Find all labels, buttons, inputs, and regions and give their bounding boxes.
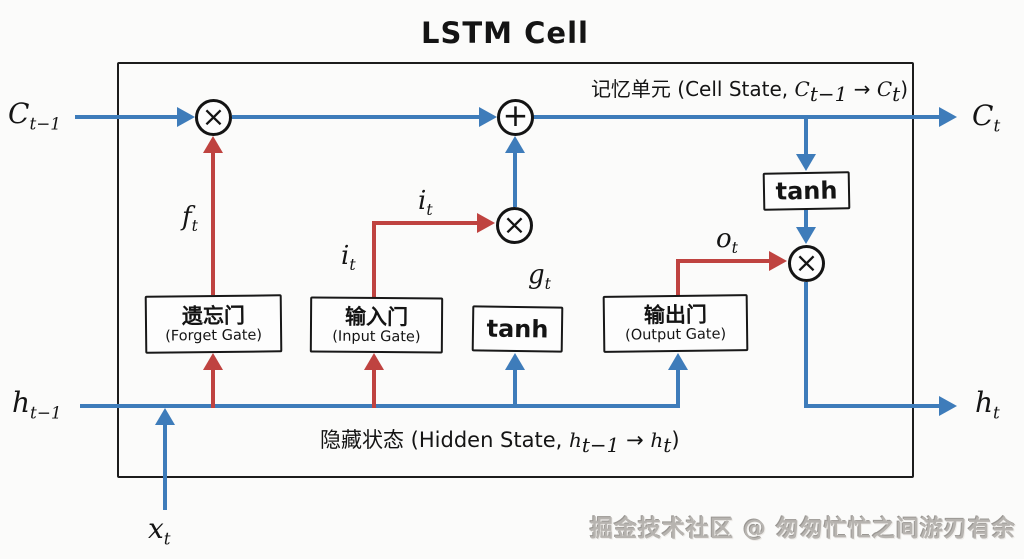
arrowhead-into-output-multiply [796, 227, 816, 244]
forget-gate-label-en: (Forget Gate) [165, 327, 263, 345]
output-gate-label-cn: 输出门 [643, 302, 708, 328]
arrowhead-into-output-gate [668, 353, 688, 370]
arrowhead-hidden-state-output [939, 396, 957, 416]
output-signal-label: ot [716, 224, 738, 258]
h-next-label: ht [975, 386, 1000, 423]
c-prev-label: Ct−1 [8, 97, 61, 134]
forget-multiply-op: × [195, 99, 232, 136]
candidate-tanh-box: tanh [471, 305, 564, 353]
candidate-tanh-label: tanh [486, 314, 549, 344]
c-next-label: Ct [972, 99, 1001, 136]
output-tanh-label: tanh [775, 176, 838, 206]
forget-gate-label-cn: 遗忘门 [181, 303, 246, 328]
arrowhead-cell-state-output [939, 107, 957, 127]
cell-state-line-mid [232, 115, 479, 119]
hidden-to-input-gate-line [372, 368, 376, 408]
hidden-to-candidate-tanh-line [513, 368, 517, 408]
arrowhead-into-forget-gate [203, 353, 223, 370]
output-gate-box: 输出门 (Output Gate) [602, 294, 749, 353]
output-multiply-op: × [788, 245, 825, 282]
arrowhead-into-forget-multiply-op [203, 136, 223, 153]
diagram-title: LSTM Cell [421, 16, 589, 50]
arrowhead-into-candidate-tanh [505, 353, 525, 370]
arrowhead-x-into-hidden-line [155, 408, 175, 425]
forget-gate-box: 遗忘门 (Forget Gate) [144, 294, 283, 354]
h-prev-label: ht−1 [12, 386, 62, 423]
input-signal-label-horizontal: it [418, 186, 433, 220]
output-tanh-box: tanh [762, 171, 851, 211]
multiply-symbol: × [201, 99, 226, 133]
output-signal-vertical-line [676, 259, 680, 295]
watermark-text: 掘金技术社区 @ 匆匆忙忙之间游刃有余 [589, 516, 1016, 542]
lstm-cell-boundary [117, 62, 914, 478]
output-signal-horizontal-line [676, 259, 770, 263]
forget-signal-line [211, 152, 215, 295]
output-gate-label-en: (Output Gate) [625, 326, 727, 344]
arrowhead-into-add-from-multiply [505, 136, 525, 153]
input-gate-label-en: (Input Gate) [332, 328, 421, 346]
output-multiply-down-line [804, 282, 808, 406]
x-input-label: xt [148, 512, 171, 549]
arrowhead-into-add-op [479, 107, 497, 127]
hidden-state-line-in [80, 404, 680, 408]
arrowhead-into-input-gate [364, 353, 384, 370]
arrowhead-into-forget-multiply [177, 107, 195, 127]
cell-state-annotation: 记忆单元 (Cell State, Ct−1 → Ct) [590, 77, 908, 106]
hidden-state-annotation: 隐藏状态 (Hidden State, ht−1 → ht) [320, 428, 680, 458]
arrowhead-into-output-multiply-op [769, 251, 787, 271]
hidden-to-forget-gate-line [211, 368, 215, 408]
x-input-line [163, 423, 167, 510]
candidate-multiply-op: × [496, 207, 533, 244]
input-signal-vertical-line [372, 221, 376, 297]
cell-state-branch-line [804, 119, 808, 155]
input-signal-horizontal-line [372, 221, 478, 225]
input-gate-box: 输入门 (Input Gate) [309, 296, 444, 354]
hidden-to-output-gate-line [676, 368, 680, 408]
multiply-to-add-line [513, 152, 517, 207]
forget-signal-label: ft [182, 202, 198, 236]
cell-state-line-in [75, 115, 178, 119]
arrowhead-into-candidate-multiply [477, 213, 495, 233]
add-symbol: + [502, 98, 529, 134]
input-signal-label-vertical: it [341, 241, 356, 275]
input-gate-label-cn: 输入门 [344, 304, 409, 329]
cell-state-add-op: + [497, 99, 534, 136]
multiply-symbol: × [502, 207, 527, 241]
candidate-signal-label: gt [528, 260, 551, 294]
cell-state-line-out [533, 115, 939, 119]
multiply-symbol: × [794, 245, 819, 279]
arrowhead-into-output-tanh [796, 154, 816, 171]
tanh-to-multiply-line [804, 210, 808, 228]
hidden-state-line-out [804, 404, 939, 408]
